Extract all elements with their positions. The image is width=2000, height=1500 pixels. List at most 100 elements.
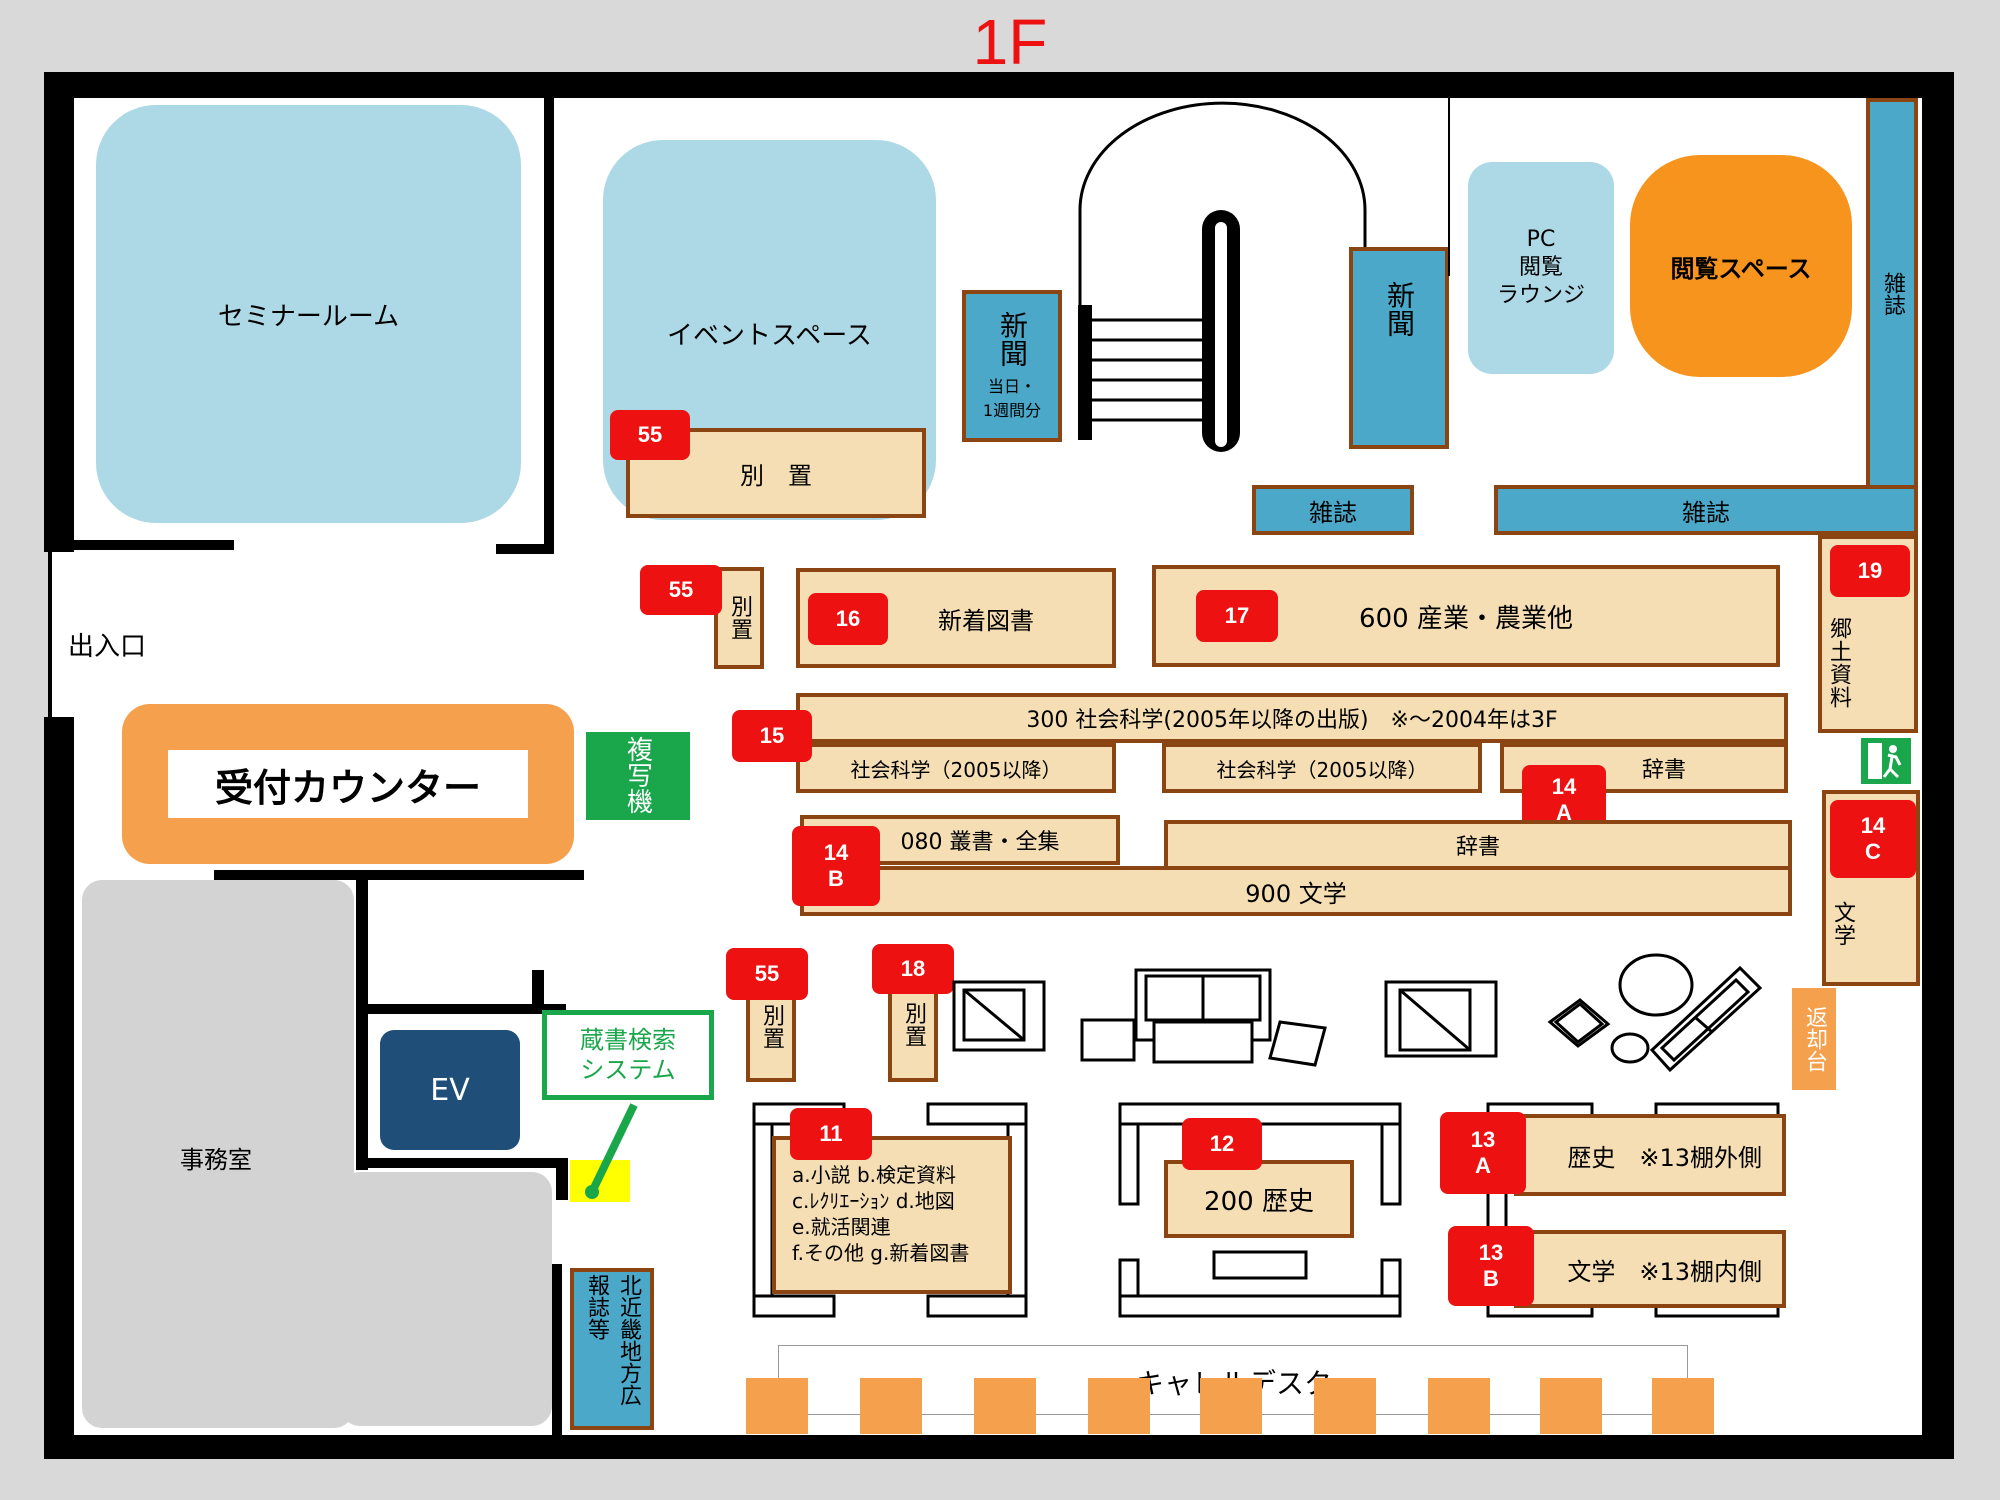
badge-13b: 13 B xyxy=(1448,1226,1534,1306)
new-books-label: 新着図書 xyxy=(938,606,1034,635)
outer-wall-bottom xyxy=(44,1435,1954,1459)
reception-counter: 受付カウンター xyxy=(122,704,574,864)
lounge-furniture xyxy=(952,953,1763,1073)
shelf-11-line4: f.その他 g.新着図書 xyxy=(792,1241,970,1265)
shelf-newspaper-right: 新聞 xyxy=(1349,247,1449,449)
pc-area-divider xyxy=(1448,96,1450,276)
carrel-desk xyxy=(1652,1378,1714,1434)
badge-13a-letter: A xyxy=(1475,1153,1491,1178)
badge-14c-num: 14 xyxy=(1860,813,1886,838)
dictionary-14a-label: 辞書 xyxy=(1641,758,1686,783)
badge-19: 19 xyxy=(1830,545,1910,597)
badge-16: 16 xyxy=(808,593,888,645)
shelf-13b-label: 文学 ※13棚内側 xyxy=(1567,1257,1762,1286)
carrel-desk xyxy=(1540,1378,1602,1434)
badge-13a: 13 A xyxy=(1440,1112,1526,1194)
badge-17: 17 xyxy=(1196,590,1278,642)
outer-wall-left-top xyxy=(44,72,74,552)
shelf-bessho-event: 別 置 xyxy=(626,428,926,518)
elevator-label: EV xyxy=(430,1072,470,1108)
pc-lounge-line2: 閲覧 xyxy=(1518,255,1563,280)
pc-lounge: PC 閲覧 ラウンジ xyxy=(1468,162,1614,374)
badge-13a-num: 13 xyxy=(1470,1127,1496,1152)
reading-space-label: 閲覧スペース xyxy=(1670,254,1812,283)
reading-space: 閲覧スペース xyxy=(1630,155,1852,377)
pc-lounge-line1: PC xyxy=(1526,227,1556,252)
outer-wall-right xyxy=(1922,72,1954,1459)
office-wall-inner xyxy=(356,870,368,1170)
staircase xyxy=(1078,101,1367,452)
local-materials-label: 郷土資料 xyxy=(1826,617,1851,709)
emergency-exit-icon xyxy=(1858,735,1914,787)
shelf-600-industry: 600 産業・農業他 xyxy=(1152,565,1780,667)
newspaper-sub-1: 当日・ xyxy=(987,377,1036,396)
shelf-11-line2: c.ﾚｸﾘｴｰｼｮﾝ d.地図 xyxy=(792,1189,955,1213)
shelf-900-literature: 900 文学 xyxy=(800,866,1792,916)
shelf-13b: 文学 ※13棚内側 xyxy=(1514,1230,1786,1308)
outer-wall-top xyxy=(44,72,1954,98)
shelf-12: 200 歴史 xyxy=(1164,1160,1354,1238)
ev-wall-right-bottom xyxy=(556,1158,568,1200)
badge-14a-letter: A xyxy=(1556,800,1572,825)
shelf-magazine-small: 雑誌 xyxy=(1252,485,1414,535)
seminar-room: セミナールーム xyxy=(96,105,521,523)
office-wall-top xyxy=(214,870,584,880)
badge-14b: 14 B xyxy=(792,826,880,906)
pc-lounge-line3: ラウンジ xyxy=(1496,283,1585,308)
shelf-11-frame xyxy=(752,1102,1028,1318)
shelf-300-social-science: 300 社会科学(2005年以降の出版) ※～2004年は3F xyxy=(796,693,1788,743)
return-counter-label: 返却台 xyxy=(1802,1006,1827,1072)
badge-13b-num: 13 xyxy=(1478,1240,1504,1265)
catalog-search-system[interactable]: 蔵書検索 システム xyxy=(542,1010,714,1100)
newspaper-right-label: 新聞 xyxy=(1383,281,1416,337)
entrance-label: 出入口 xyxy=(68,632,147,662)
catalog-pointer xyxy=(570,1103,638,1202)
newspaper-sub-2: 1週間分 xyxy=(982,401,1042,420)
carrel-desk xyxy=(1200,1378,1262,1434)
badge-13b-letter: B xyxy=(1483,1266,1499,1291)
office-label: 事務室 xyxy=(180,1146,252,1174)
seminar-wall-bottom-right xyxy=(496,544,554,554)
shelf-newspaper-left: 新聞 当日・ 1週間分 xyxy=(962,290,1062,442)
kinki-pr-label: 北近畿地方広報誌等 xyxy=(584,1274,641,1406)
floor-title: 1F xyxy=(972,6,1048,78)
office xyxy=(82,880,354,1428)
badge-55-event: 55 xyxy=(610,410,690,460)
badge-14b-num: 14 xyxy=(823,840,849,865)
event-space-label: イベントスペース xyxy=(667,321,872,351)
carrel-desk xyxy=(1428,1378,1490,1434)
shelf-11: a.小説 b.検定資料 c.ﾚｸﾘｴｰｼｮﾝ d.地図 e.就活関連 f.その他… xyxy=(772,1136,1012,1294)
shelf-magazine-right: 雑誌 xyxy=(1866,98,1918,490)
elevator: EV xyxy=(380,1030,520,1150)
badge-14a-num: 14 xyxy=(1551,774,1577,799)
carrel-desk xyxy=(974,1378,1036,1434)
shelf-11-line3: e.就活関連 xyxy=(792,1215,891,1239)
catalog-line2: システム xyxy=(580,1056,676,1084)
badge-55-lower: 55 xyxy=(726,948,808,1000)
carrel-desk xyxy=(1088,1378,1150,1434)
literature-14c-label: 文学 xyxy=(1830,901,1855,947)
shelf-magazine-long: 雑誌 xyxy=(1494,485,1918,535)
copier-label: 複写機 xyxy=(622,736,653,814)
badge-55-mid: 55 xyxy=(640,565,722,615)
office-extension xyxy=(340,1172,552,1426)
reception-counter-label: 受付カウンター xyxy=(214,765,481,810)
badge-11: 11 xyxy=(790,1108,872,1160)
badge-14b-letter: B xyxy=(828,866,844,891)
return-counter: 返却台 xyxy=(1792,988,1836,1090)
shelf-social-science-a: 社会科学（2005以降） xyxy=(796,743,1116,793)
badge-18: 18 xyxy=(872,944,954,994)
catalog-line1: 蔵書検索 xyxy=(580,1026,676,1054)
seminar-room-label: セミナールーム xyxy=(217,301,400,332)
social-science-label: 300 社会科学(2005年以降の出版) ※～2004年は3F xyxy=(1026,708,1558,733)
badge-14c-letter: C xyxy=(1865,839,1881,864)
shelf-13a: 歴史 ※13棚外側 xyxy=(1514,1114,1786,1196)
shelf-social-science-b: 社会科学（2005以降） xyxy=(1162,743,1482,793)
office-wall-right xyxy=(552,1264,562,1444)
shelf-kinki-pr: 北近畿地方広報誌等 xyxy=(570,1268,654,1430)
badge-12: 12 xyxy=(1182,1118,1262,1170)
collections-label: 080 叢書・全集 xyxy=(900,830,1060,855)
ev-wall-bottom xyxy=(356,1158,566,1168)
ev-wall-top xyxy=(356,1004,566,1014)
newspaper-left-label: 新聞 xyxy=(996,311,1029,367)
